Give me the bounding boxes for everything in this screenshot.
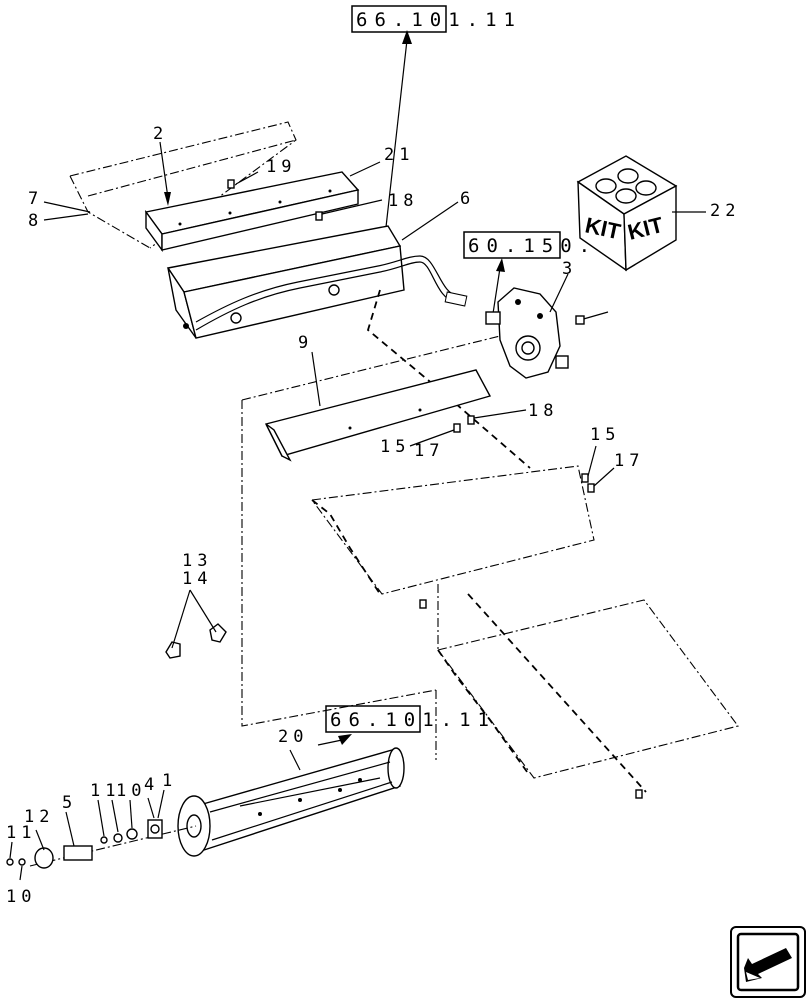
reference-rotor[interactable]: 66.101.11 xyxy=(325,705,496,733)
reference-top-label: 66.101.11 xyxy=(356,9,522,31)
callout-11b: 11 xyxy=(6,823,36,843)
callout-2: 2 xyxy=(153,124,168,144)
callout-5: 5 xyxy=(62,793,77,813)
part-3-gearbox[interactable] xyxy=(485,287,609,379)
callout-8: 8 xyxy=(28,211,43,231)
callout-19: 19 xyxy=(266,157,296,177)
callout-1: 1 xyxy=(162,771,177,791)
callout-6: 6 xyxy=(460,189,475,209)
next-page-arrow-icon xyxy=(736,932,800,992)
reference-rotor-label: 66.101.11 xyxy=(330,709,496,731)
callout-17a: 17 xyxy=(414,441,444,461)
callout-18b: 18 xyxy=(528,401,558,421)
callout-14: 14 xyxy=(182,569,212,589)
callout-labels: 2 7 8 19 21 18 6 3 22 9 18 15 17 15 17 1… xyxy=(6,124,740,907)
part-6-auger-trough[interactable] xyxy=(166,225,468,339)
callout-15a: 15 xyxy=(380,437,410,457)
callout-21: 21 xyxy=(384,145,414,165)
callout-13: 13 xyxy=(182,551,212,571)
leader-lines xyxy=(9,141,706,881)
callout-10a: 10 xyxy=(116,781,146,801)
callout-9: 9 xyxy=(298,333,313,353)
callout-7: 7 xyxy=(28,189,43,209)
callout-17b: 17 xyxy=(614,451,644,471)
part-9-guard[interactable] xyxy=(264,369,492,462)
reference-arrows xyxy=(317,30,505,746)
callout-22: 22 xyxy=(710,201,740,221)
callout-10b: 10 xyxy=(6,887,36,907)
reference-top[interactable]: 66.101.11 xyxy=(351,5,522,33)
callout-20: 20 xyxy=(278,727,308,747)
part-22-seal-kit[interactable]: KIT KIT xyxy=(576,155,678,272)
part-20-rotor[interactable] xyxy=(177,747,405,857)
rotor-end-hardware[interactable] xyxy=(6,819,197,869)
callout-18a: 18 xyxy=(388,191,418,211)
callout-3: 3 xyxy=(562,259,577,279)
callout-12: 12 xyxy=(24,807,54,827)
next-page-button[interactable] xyxy=(730,926,806,998)
assembly-outline xyxy=(241,289,739,793)
callout-15b: 15 xyxy=(590,425,620,445)
callout-4: 4 xyxy=(144,775,159,795)
part-21-cover-plate[interactable] xyxy=(144,171,360,253)
callout-11a: 11 xyxy=(90,781,120,801)
